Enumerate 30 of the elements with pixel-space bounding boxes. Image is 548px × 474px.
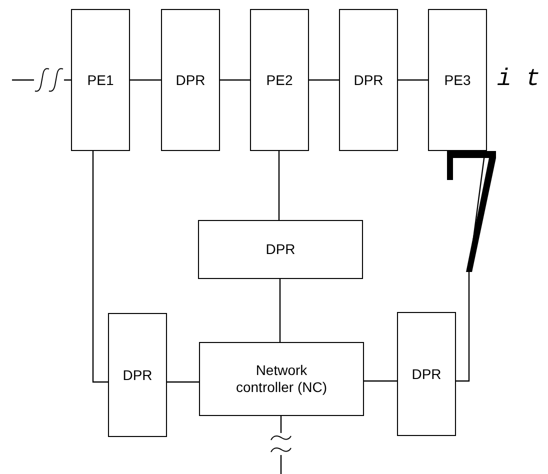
block-box [108, 313, 167, 437]
block-box [250, 9, 309, 151]
block-box [339, 9, 398, 151]
block-box [397, 312, 456, 436]
block-label: DPR [122, 366, 152, 384]
block-label: DPR [412, 366, 442, 382]
block-label: Network controller (NC) [236, 362, 328, 396]
connector-line [92, 151, 108, 383]
connector-line [167, 381, 199, 383]
block-box [71, 9, 130, 151]
connector-line [398, 79, 428, 81]
block-box [161, 9, 220, 151]
block-label: PE2 [266, 72, 293, 88]
connector-line [278, 151, 280, 220]
block-label: DPR [176, 72, 206, 88]
block-box [428, 9, 487, 151]
block-label: DPR [354, 72, 384, 88]
connector-line [220, 79, 250, 81]
connector-line [309, 79, 339, 81]
block-label: PE1 [87, 72, 114, 88]
block-box [199, 342, 364, 416]
block-label: PE3 [444, 72, 471, 88]
block-label: DPR [266, 241, 296, 258]
block-box [198, 220, 363, 279]
connector-line [364, 380, 397, 382]
connector-line [130, 79, 161, 81]
side-text: i t [497, 66, 540, 94]
connector-line [279, 279, 281, 342]
connector-line [447, 150, 496, 382]
connector-line [280, 416, 282, 474]
